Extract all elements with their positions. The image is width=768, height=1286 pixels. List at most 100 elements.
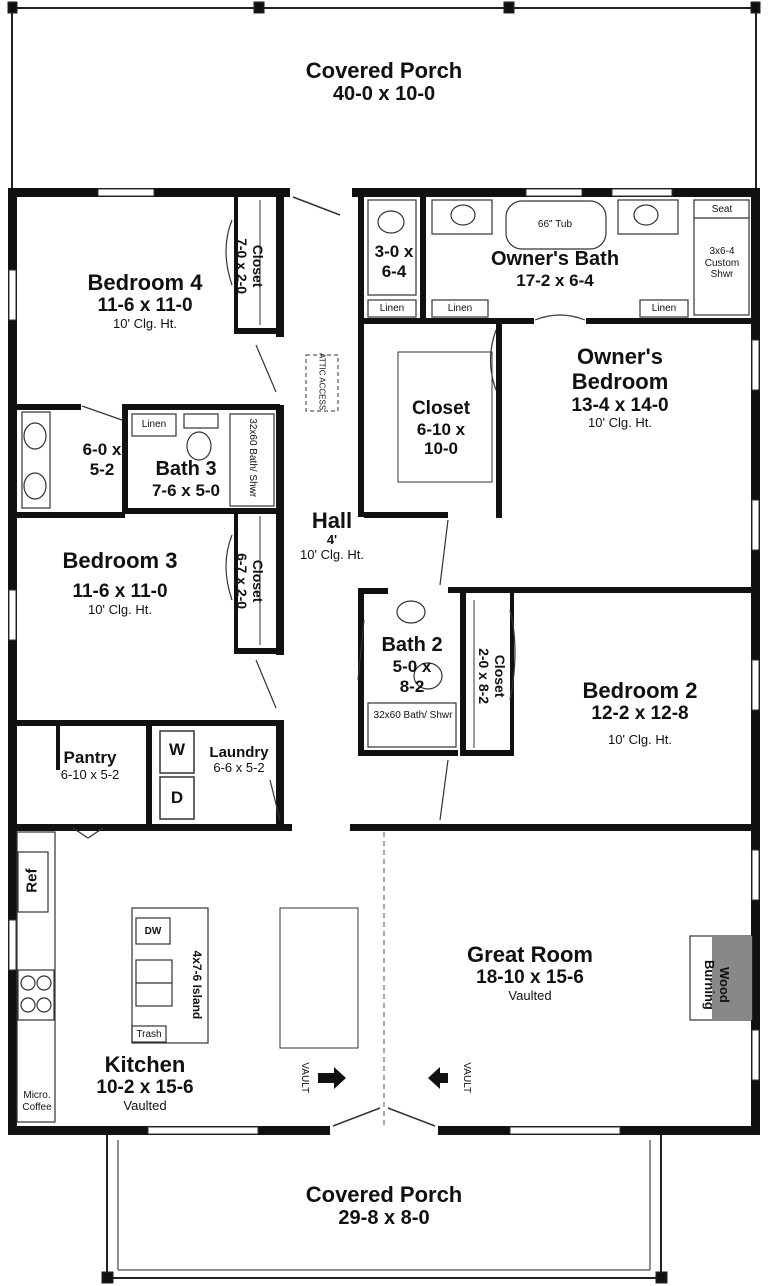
front-porch-name: Covered Porch xyxy=(305,58,463,83)
windows xyxy=(8,188,760,1135)
pantry-name: Pantry xyxy=(63,748,117,767)
owners-bath-label: Owner's Bath 17-2 x 6-4 xyxy=(470,248,640,291)
ref-text: Ref xyxy=(23,868,41,893)
kitchen-fixtures xyxy=(16,831,359,1123)
bath2-name: Bath 2 xyxy=(381,634,443,656)
bath2-dims-a: 5-0 x xyxy=(392,657,432,676)
bath3-dims: 7-6 x 5-0 xyxy=(151,481,221,500)
dw-label: DW xyxy=(144,926,162,937)
closet2-dims: 2-0 x 8-2 xyxy=(476,648,492,705)
fireplace-label: Wood Burning xyxy=(702,960,732,1010)
owners-bath-name: Owner's Bath xyxy=(490,248,620,270)
interior-walls xyxy=(17,197,760,831)
bath2-label: Bath 2 5-0 x 8-2 xyxy=(370,634,454,696)
closet2-name: Closet xyxy=(492,654,509,698)
bath2-fixtures xyxy=(367,600,457,748)
bedroom4-dims: 11-6 x 11-0 xyxy=(97,295,193,317)
kitchen-dims: 10-2 x 15-6 xyxy=(96,1077,194,1099)
vanity-label: 6-0 x 5-2 xyxy=(72,440,132,479)
coffee-text: Coffee xyxy=(22,1101,52,1113)
closet4-dims: 7-0 x 2-0 xyxy=(234,238,250,295)
pantry-label: Pantry 6-10 x 5-2 xyxy=(30,748,150,782)
wc-dims-a: 3-0 x xyxy=(374,242,414,261)
linen-c-label: Linen xyxy=(651,303,677,314)
trash-label: Trash xyxy=(136,1029,162,1040)
vanity-dims-a: 6-0 x xyxy=(82,440,122,459)
front-door-opening xyxy=(290,188,352,197)
closet4-name: Closet xyxy=(250,244,267,288)
kitchen-label: Kitchen 10-2 x 15-6 Vaulted xyxy=(60,1052,230,1114)
great-room-label: Great Room 18-10 x 15-6 Vaulted xyxy=(430,942,630,1004)
closet3-label: Closet 6-7 x 2-0 xyxy=(234,541,266,621)
rear-porch-dims: 29-8 x 8-0 xyxy=(338,1207,430,1230)
bath3-shower: 32x60 Bath/ Shwr xyxy=(246,418,258,498)
linen-b-label: Linen xyxy=(447,303,473,314)
owners-bedroom-dims: 13-4 x 14-0 xyxy=(571,394,669,416)
rear-porch-name: Covered Porch xyxy=(305,1182,463,1207)
hall-label: Hall 4' 10' Clg. Ht. xyxy=(284,508,380,563)
rear-porch-label: Covered Porch 29-8 x 8-0 xyxy=(234,1182,534,1230)
bedroom3-name: Bedroom 3 xyxy=(62,548,178,573)
front-porch-label: Covered Porch 40-0 x 10-0 xyxy=(234,58,534,106)
hall-ceiling: 10' Clg. Ht. xyxy=(300,547,364,563)
owners-bedroom-name-b: Bedroom xyxy=(571,369,669,395)
closet-shelves xyxy=(259,200,493,748)
closet2-label: Closet 2-0 x 8-2 xyxy=(476,636,508,716)
owners-closet-dims-a: 6-10 x xyxy=(416,419,466,439)
great-room-name: Great Room xyxy=(467,942,593,967)
owners-bath-dims: 17-2 x 6-4 xyxy=(516,271,594,290)
laundry-name: Laundry xyxy=(209,744,269,761)
owners-closet-name: Closet xyxy=(411,398,471,419)
laundry-dims: 6-6 x 5-2 xyxy=(213,760,265,776)
rear-porch-rail xyxy=(101,1133,668,1284)
front-porch-dims: 40-0 x 10-0 xyxy=(332,83,436,106)
owners-bath-fixtures xyxy=(367,199,750,318)
vault-left-label: VAULT xyxy=(298,1062,310,1094)
tub-label: 66" Tub xyxy=(537,219,573,230)
bedroom3-ceiling: 10' Clg. Ht. xyxy=(88,602,152,618)
bath2-shower: 32x60 Bath/ Shwr xyxy=(373,710,453,721)
attic-access xyxy=(305,354,339,412)
kitchen-name: Kitchen xyxy=(104,1052,186,1077)
owners-closet-dims-b: 10-0 xyxy=(423,439,459,459)
bedroom2-dims: 12-2 x 12-8 xyxy=(591,703,689,725)
great-room-dims: 18-10 x 15-6 xyxy=(476,967,584,989)
bedroom4-name: Bedroom 4 xyxy=(87,270,203,295)
vault-right-label: VAULT xyxy=(460,1062,472,1094)
bedroom2-name: Bedroom 2 xyxy=(582,678,698,703)
closet3-name: Closet xyxy=(250,559,267,603)
bedroom4-label: Bedroom 4 11-6 x 11-0 10' Clg. Ht. xyxy=(60,270,230,332)
seat-label: Seat xyxy=(711,204,733,215)
bedroom4-ceiling: 10' Clg. Ht. xyxy=(113,316,177,332)
front-porch-rail xyxy=(7,1,761,192)
great-room-note: Vaulted xyxy=(508,988,552,1004)
micro-label: Micro. Coffee xyxy=(14,1090,60,1113)
laundry-fixtures xyxy=(159,730,195,820)
bath3-label: Bath 3 7-6 x 5-0 xyxy=(136,458,236,501)
owners-bedroom-name-a: Owner's xyxy=(577,344,663,369)
custom-shower-label: 3x6-4 Custom Shwr xyxy=(704,246,740,280)
bath3-name: Bath 3 xyxy=(155,458,217,480)
closet3-dims: 6-7 x 2-0 xyxy=(234,553,250,610)
bedroom2-label: Bedroom 2 12-2 x 12-8 10' Clg. Ht. xyxy=(540,678,740,748)
laundry-label: Laundry 6-6 x 5-2 xyxy=(196,744,282,776)
fireplace xyxy=(689,935,753,1021)
door-swings xyxy=(72,219,586,839)
island-label: 4x7-6 Island xyxy=(189,950,204,1020)
linen-a-label: Linen xyxy=(379,303,405,314)
bedroom3-dims: 11-6 x 11-0 xyxy=(72,581,168,603)
washer-label: W xyxy=(168,740,186,759)
hall-name: Hall xyxy=(311,508,353,533)
micro-text: Micro. xyxy=(23,1090,51,1101)
wc-label: 3-0 x 6-4 xyxy=(366,242,422,281)
front-door-swing xyxy=(292,196,341,216)
ref-label: Ref xyxy=(23,861,40,901)
owners-bedroom-label: Owner's Bedroom 13-4 x 14-0 10' Clg. Ht. xyxy=(520,344,720,431)
bedroom3-label: Bedroom 3 11-6 x 11-0 10' Clg. Ht. xyxy=(30,548,210,618)
rear-door-opening xyxy=(330,1126,438,1135)
owners-bedroom-ceiling: 10' Clg. Ht. xyxy=(588,415,652,431)
owners-closet-label: Closet 6-10 x 10-0 xyxy=(396,398,486,459)
vanity-dims-b: 5-2 xyxy=(89,459,115,479)
vault-arrows xyxy=(318,1067,448,1089)
